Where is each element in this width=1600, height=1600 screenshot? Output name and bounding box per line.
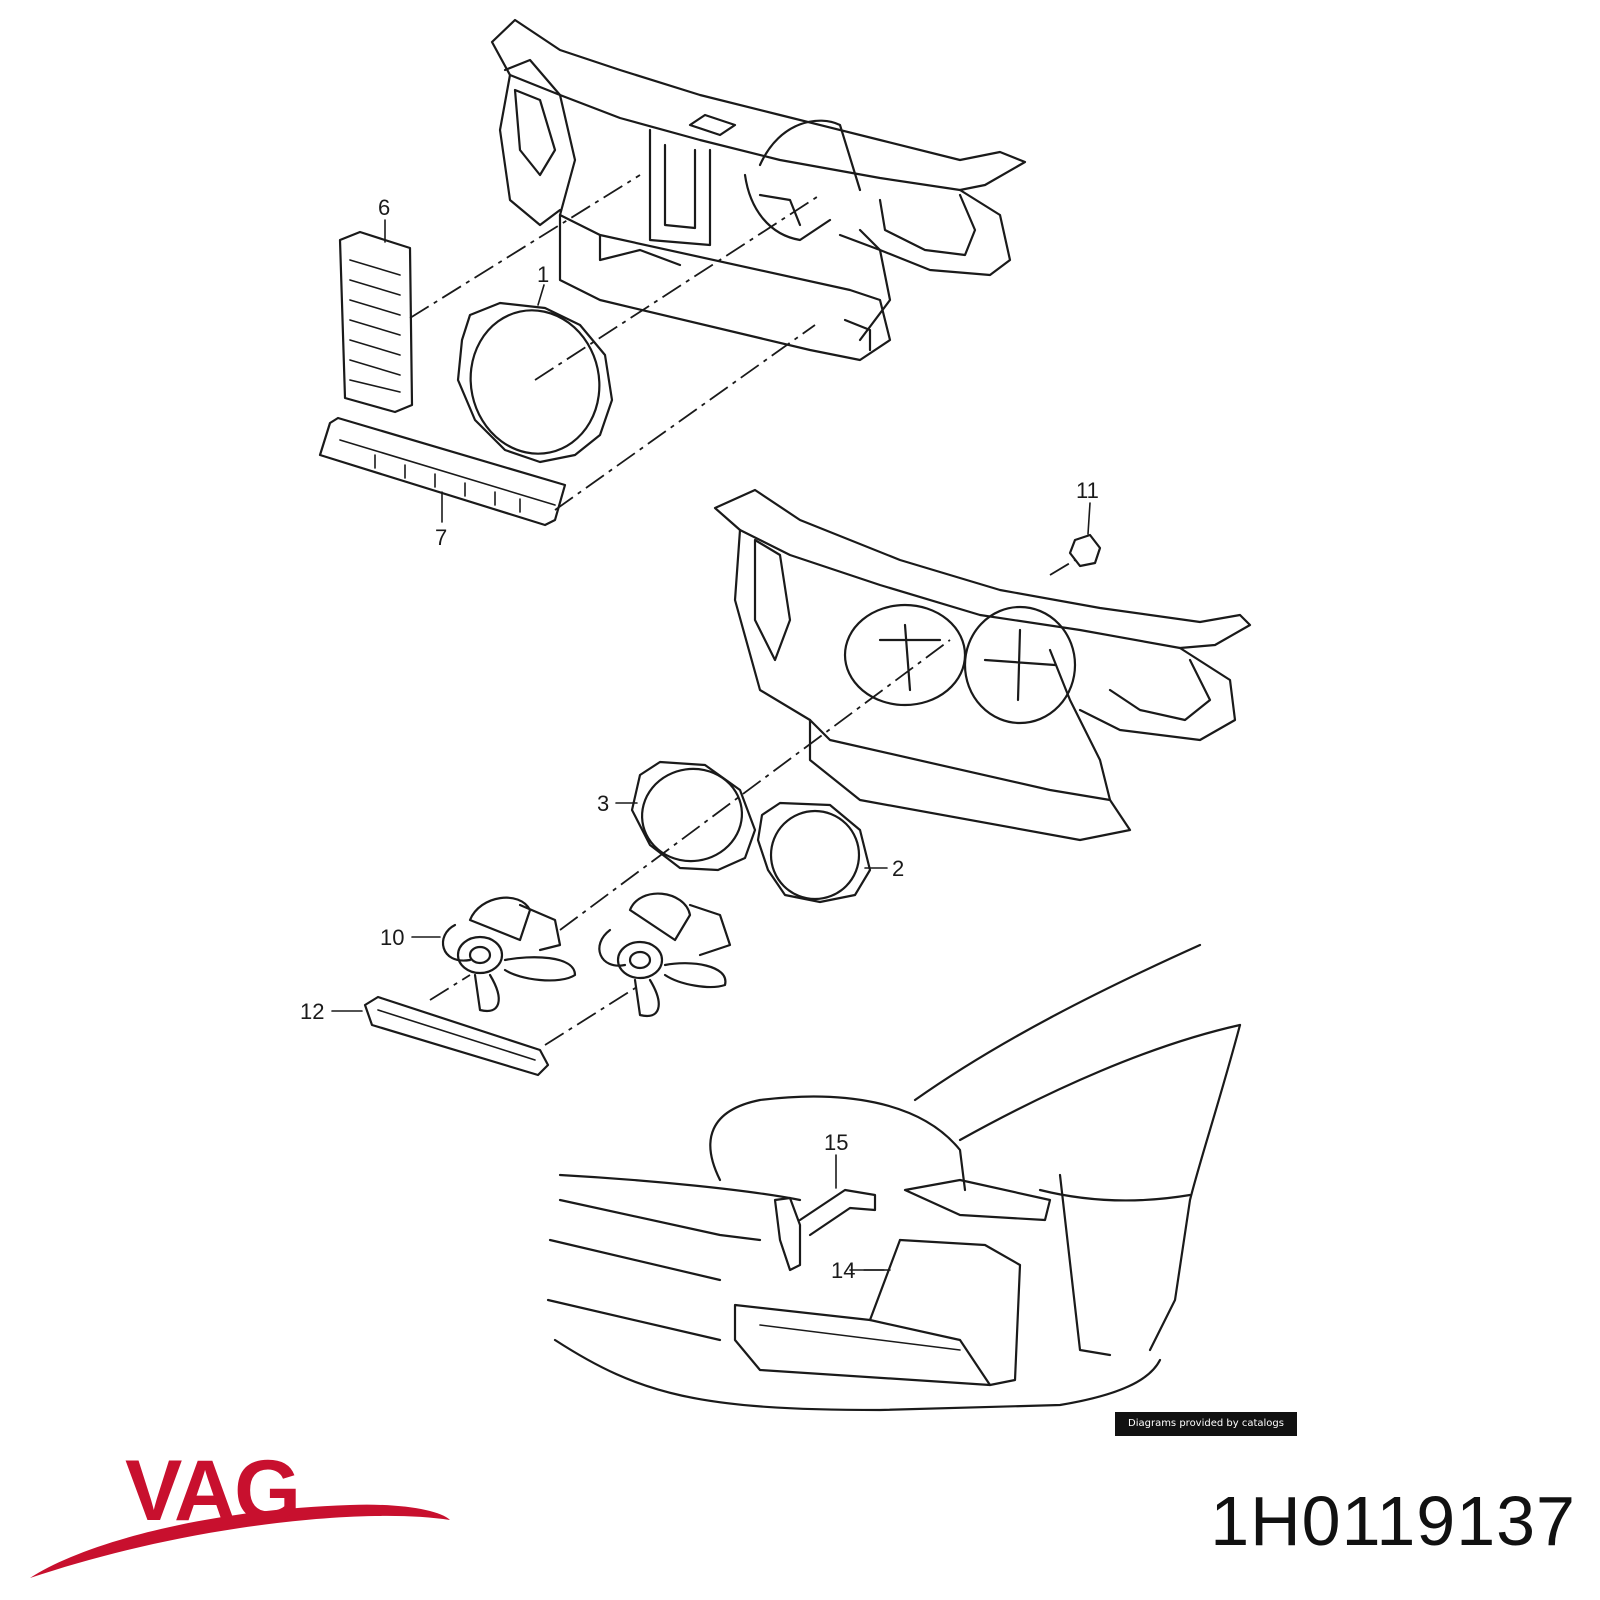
car-front-outline xyxy=(546,943,1242,1412)
radiator-support-lower xyxy=(713,488,1252,842)
callout-1: 1 xyxy=(537,262,549,287)
air-duct-part-14 xyxy=(733,1178,1052,1387)
callout-7: 7 xyxy=(435,525,447,550)
diagram-credit: Diagrams provided by catalogs parts xyxy=(1115,1412,1297,1453)
grille-part-6 xyxy=(338,230,414,414)
part-number: 1H0119137 xyxy=(1210,1482,1576,1560)
callout-10: 10 xyxy=(380,925,404,950)
vag-logo-swoosh xyxy=(30,1504,450,1578)
fan-motor-second xyxy=(598,892,732,1018)
fan-shroud-ring-part-3 xyxy=(630,760,757,872)
callout-3: 3 xyxy=(597,791,609,816)
fan-motor-part-10 xyxy=(441,896,577,1013)
callout-11: 11 xyxy=(1076,478,1099,503)
air-guide-bar-part-7 xyxy=(318,416,567,527)
callout-labels: 1 2 3 6 7 10 11 12 14 15 xyxy=(300,195,1099,1283)
callout-12: 12 xyxy=(300,999,324,1024)
bracket-part-15 xyxy=(773,1154,877,1272)
fan-shroud-ring-part-2 xyxy=(756,801,872,904)
callout-14: 14 xyxy=(831,1258,855,1283)
callout-6: 6 xyxy=(378,195,390,220)
callout-2: 2 xyxy=(892,856,904,881)
nut-part-11 xyxy=(1068,502,1102,568)
vag-logo-text: VAG xyxy=(125,1443,301,1539)
seal-part-12 xyxy=(363,995,550,1077)
fan-shroud-ring-part-1 xyxy=(456,301,614,464)
radiator-support-upper xyxy=(490,18,1027,362)
callout-15: 15 xyxy=(824,1130,848,1155)
